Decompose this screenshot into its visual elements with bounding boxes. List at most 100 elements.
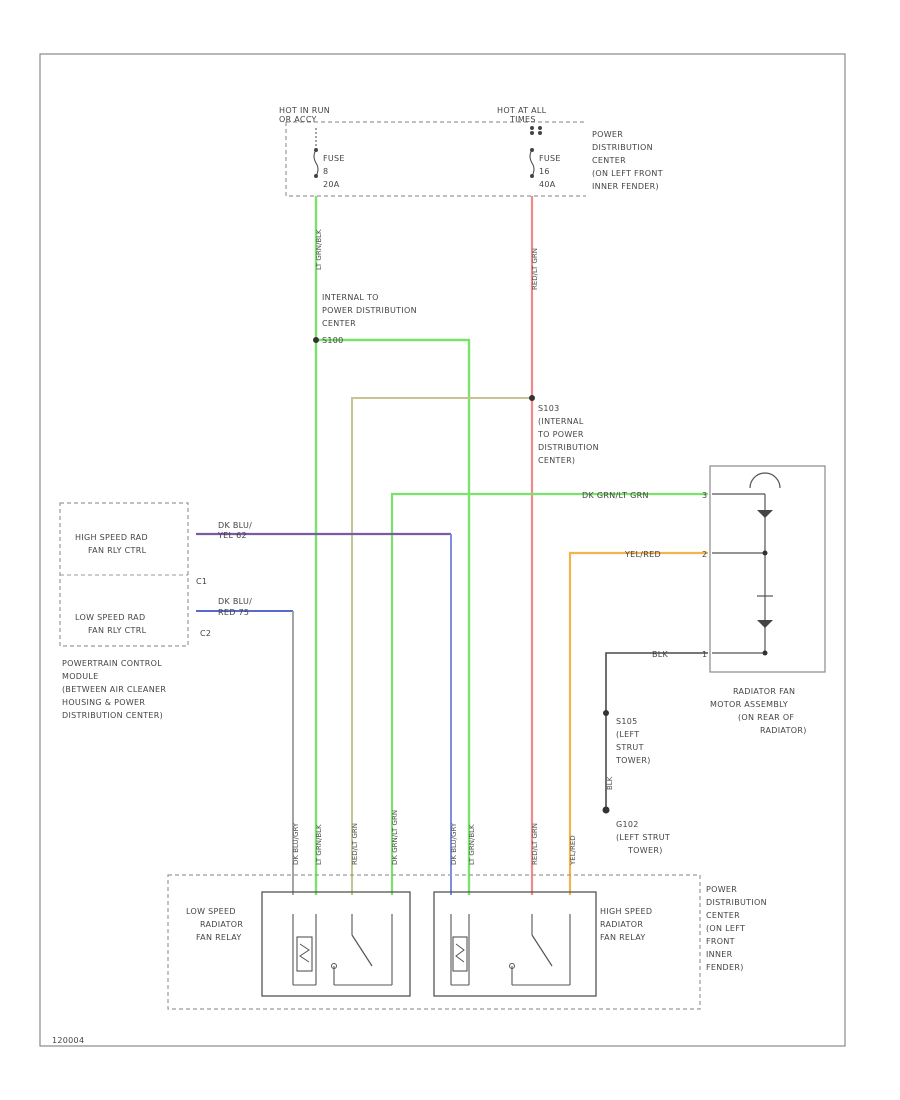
diagram-frame <box>39 53 846 1047</box>
fuse-right-name: FUSE <box>539 154 561 163</box>
svg-text:RADIATOR): RADIATOR) <box>760 726 807 735</box>
wire-green-s100-branch <box>316 338 471 895</box>
wire-label-high-ctrl-color: DK BLU/ <box>218 521 252 530</box>
svg-text:DISTRIBUTION: DISTRIBUTION <box>538 443 599 452</box>
svg-text:CENTER): CENTER) <box>538 456 575 465</box>
svg-text:TOWER): TOWER) <box>615 756 651 765</box>
svg-text:DISTRIBUTION: DISTRIBUTION <box>706 898 767 907</box>
pdc-top-outline <box>285 121 586 197</box>
wire-label-v-gray: DK BLU/GRY <box>292 822 300 865</box>
svg-text:LOW SPEED RAD: LOW SPEED RAD <box>75 613 145 622</box>
wire-label-v-left-fuse: LT GRN/BLK <box>315 229 323 270</box>
wire-label-v-ground: BLK <box>606 776 614 790</box>
wire-label-high-ctrl-pin: YEL 62 <box>217 531 247 540</box>
high-relay-internals <box>450 914 571 986</box>
fuse-left-hot-label-1: HOT IN RUN <box>279 106 330 115</box>
svg-text:DISTRIBUTION: DISTRIBUTION <box>592 143 653 152</box>
pcm-low-label: LOW SPEED RAD FAN RLY CTRL <box>75 613 147 635</box>
pcm-description: POWERTRAIN CONTROL MODULE (BETWEEN AIR C… <box>62 659 166 720</box>
svg-text:HOUSING & POWER: HOUSING & POWER <box>62 698 145 707</box>
svg-text:MODULE: MODULE <box>62 672 99 681</box>
splice-s105-label: S105 <box>616 717 638 726</box>
svg-text:(BETWEEN AIR CLEANER: (BETWEEN AIR CLEANER <box>62 685 166 694</box>
wire-label-v-blue: DK BLU/GRY <box>450 822 458 865</box>
pdc-bottom-outline <box>167 874 701 1010</box>
svg-text:(ON REAR OF: (ON REAR OF <box>738 713 794 722</box>
svg-text:POWER DISTRIBUTION: POWER DISTRIBUTION <box>322 306 417 315</box>
wire-label-low-ctrl-color: DK BLU/ <box>218 597 252 606</box>
svg-text:FRONT: FRONT <box>706 937 735 946</box>
fuse-left-name: FUSE <box>323 154 345 163</box>
wire-green-motor-feed <box>390 492 708 895</box>
wire-tan-s103 <box>351 397 532 895</box>
svg-text:RADIATOR FAN: RADIATOR FAN <box>733 687 795 696</box>
svg-text:RADIATOR: RADIATOR <box>600 920 643 929</box>
svg-text:(LEFT STRUT: (LEFT STRUT <box>616 833 670 842</box>
wire-label-v-green1: LT GRN/BLK <box>315 824 323 865</box>
wire-label-low-ctrl-pin: RED 75 <box>218 608 249 617</box>
wire-label-v-red: RED/LT GRN <box>531 823 539 865</box>
svg-text:CENTER: CENTER <box>706 911 740 920</box>
svg-text:FAN RLY CTRL: FAN RLY CTRL <box>88 626 147 635</box>
ground-g102-description: (LEFT STRUT TOWER) <box>616 833 670 855</box>
fuse-left-symbol <box>313 128 319 178</box>
low-speed-relay-box <box>261 891 411 997</box>
svg-text:CENTER: CENTER <box>592 156 626 165</box>
svg-text:FAN RELAY: FAN RELAY <box>600 933 646 942</box>
svg-text:(ON LEFT FRONT: (ON LEFT FRONT <box>592 169 663 178</box>
relay-low-label: LOW SPEED RADIATOR FAN RELAY <box>186 907 243 942</box>
svg-text:STRUT: STRUT <box>616 743 644 752</box>
splice-s103-dot <box>529 395 535 401</box>
fan-motor-outline <box>709 465 826 673</box>
fuse-right-hot-label-2: TIMES <box>509 115 536 124</box>
pcm-high-label: HIGH SPEED RAD FAN RLY CTRL <box>75 533 148 555</box>
fuse-left-rating: 20A <box>323 180 340 189</box>
fuse-right-hot-label-1: HOT AT ALL <box>497 106 547 115</box>
splice-s105-dot <box>603 710 609 716</box>
footer-code: 120004 <box>52 1036 84 1045</box>
wire-label-v-tan: RED/LT GRN <box>351 823 359 865</box>
wire-black-ground <box>605 652 708 810</box>
wire-yellow-motor <box>568 551 708 895</box>
high-speed-relay-box <box>433 891 597 997</box>
svg-text:RADIATOR: RADIATOR <box>200 920 243 929</box>
splice-s103-label: S103 <box>538 404 560 413</box>
svg-text:FENDER): FENDER) <box>706 963 744 972</box>
pdc-top-label: POWER DISTRIBUTION CENTER (ON LEFT FRONT… <box>592 130 663 191</box>
svg-text:INNER: INNER <box>706 950 733 959</box>
svg-text:POWER: POWER <box>706 885 737 894</box>
fuse-left-hot-label-2: OR ACCY <box>279 115 317 124</box>
internal-label-1: INTERNAL TO POWER DISTRIBUTION CENTER <box>322 293 417 328</box>
wire-label-v-right-fuse: RED/LT GRN <box>531 248 539 290</box>
motor-description: RADIATOR FAN MOTOR ASSEMBLY (ON REAR OF … <box>710 687 807 735</box>
wire-label-motor-feed: DK GRN/LT GRN <box>582 491 649 500</box>
svg-text:CENTER: CENTER <box>322 319 356 328</box>
svg-text:(INTERNAL: (INTERNAL <box>538 417 584 426</box>
svg-text:TOWER): TOWER) <box>627 846 663 855</box>
motor-pin-1: 1 <box>702 650 707 659</box>
wire-label-motor-yel: YEL/RED <box>624 550 661 559</box>
splice-s105-description: (LEFT STRUT TOWER) <box>615 730 651 765</box>
wire-label-motor-blk: BLK <box>652 650 669 659</box>
pcm-pin-c2: C2 <box>200 629 211 638</box>
fuse-right-rating: 40A <box>539 180 556 189</box>
fuse-left-number: 8 <box>323 167 328 176</box>
pcm-pin-c1: C1 <box>196 577 207 586</box>
svg-text:INNER FENDER): INNER FENDER) <box>592 182 659 191</box>
svg-text:INTERNAL TO: INTERNAL TO <box>322 293 379 302</box>
svg-text:DISTRIBUTION CENTER): DISTRIBUTION CENTER) <box>62 711 163 720</box>
motor-pin-2: 2 <box>702 550 707 559</box>
relay-high-label: HIGH SPEED RADIATOR FAN RELAY <box>600 907 652 942</box>
internal-label-2: (INTERNAL TO POWER DISTRIBUTION CENTER) <box>537 417 599 465</box>
motor-pin-3: 3 <box>702 491 707 500</box>
pdc-bottom-label: POWER DISTRIBUTION CENTER (ON LEFT FRONT… <box>706 885 767 972</box>
svg-text:HIGH SPEED RAD: HIGH SPEED RAD <box>75 533 148 542</box>
svg-text:TO POWER: TO POWER <box>537 430 584 439</box>
ground-g102-label: G102 <box>616 820 639 829</box>
fuse-right-number: 16 <box>539 167 550 176</box>
svg-text:POWER: POWER <box>592 130 623 139</box>
wire-label-v-yellow: YEL/RED <box>569 835 577 866</box>
svg-text:FAN RLY CTRL: FAN RLY CTRL <box>88 546 147 555</box>
svg-text:HIGH SPEED: HIGH SPEED <box>600 907 652 916</box>
